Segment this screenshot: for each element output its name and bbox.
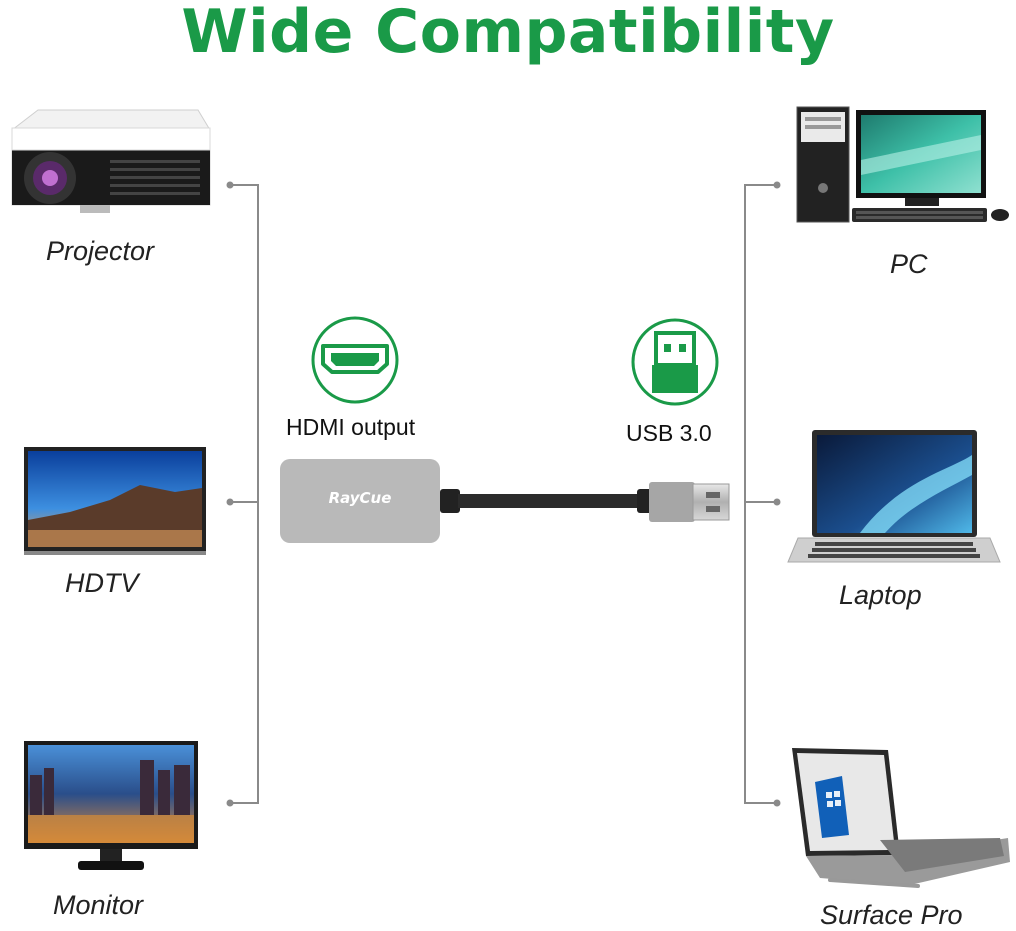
pc-label: PC bbox=[890, 249, 928, 279]
projector-icon bbox=[11, 109, 211, 213]
hdtv-icon bbox=[24, 447, 206, 555]
usb-port-icon bbox=[631, 318, 719, 406]
right-connector-dots bbox=[773, 181, 781, 807]
hdmi-port-icon bbox=[311, 316, 399, 404]
left-connector-dots bbox=[226, 181, 234, 807]
left-bracket-connector bbox=[232, 184, 259, 804]
adapter-brand-label: RayCue bbox=[328, 489, 392, 507]
right-bracket-connector bbox=[744, 184, 775, 804]
hdmi-output-label: HDMI output bbox=[286, 414, 416, 440]
desktop-pc-icon bbox=[796, 106, 1009, 223]
surface-pro-label: Surface Pro bbox=[820, 900, 963, 930]
usb-label: USB 3.0 bbox=[626, 420, 712, 446]
monitor-icon bbox=[24, 741, 198, 870]
laptop-icon bbox=[787, 430, 1001, 563]
page-title: Wide Compatibility bbox=[181, 0, 835, 67]
usb-hdmi-adapter bbox=[280, 459, 730, 543]
projector-label: Projector bbox=[46, 236, 155, 266]
monitor-label: Monitor bbox=[53, 890, 144, 920]
laptop-label: Laptop bbox=[839, 580, 922, 610]
surface-pro-icon bbox=[792, 748, 1010, 888]
hdtv-label: HDTV bbox=[65, 568, 139, 598]
